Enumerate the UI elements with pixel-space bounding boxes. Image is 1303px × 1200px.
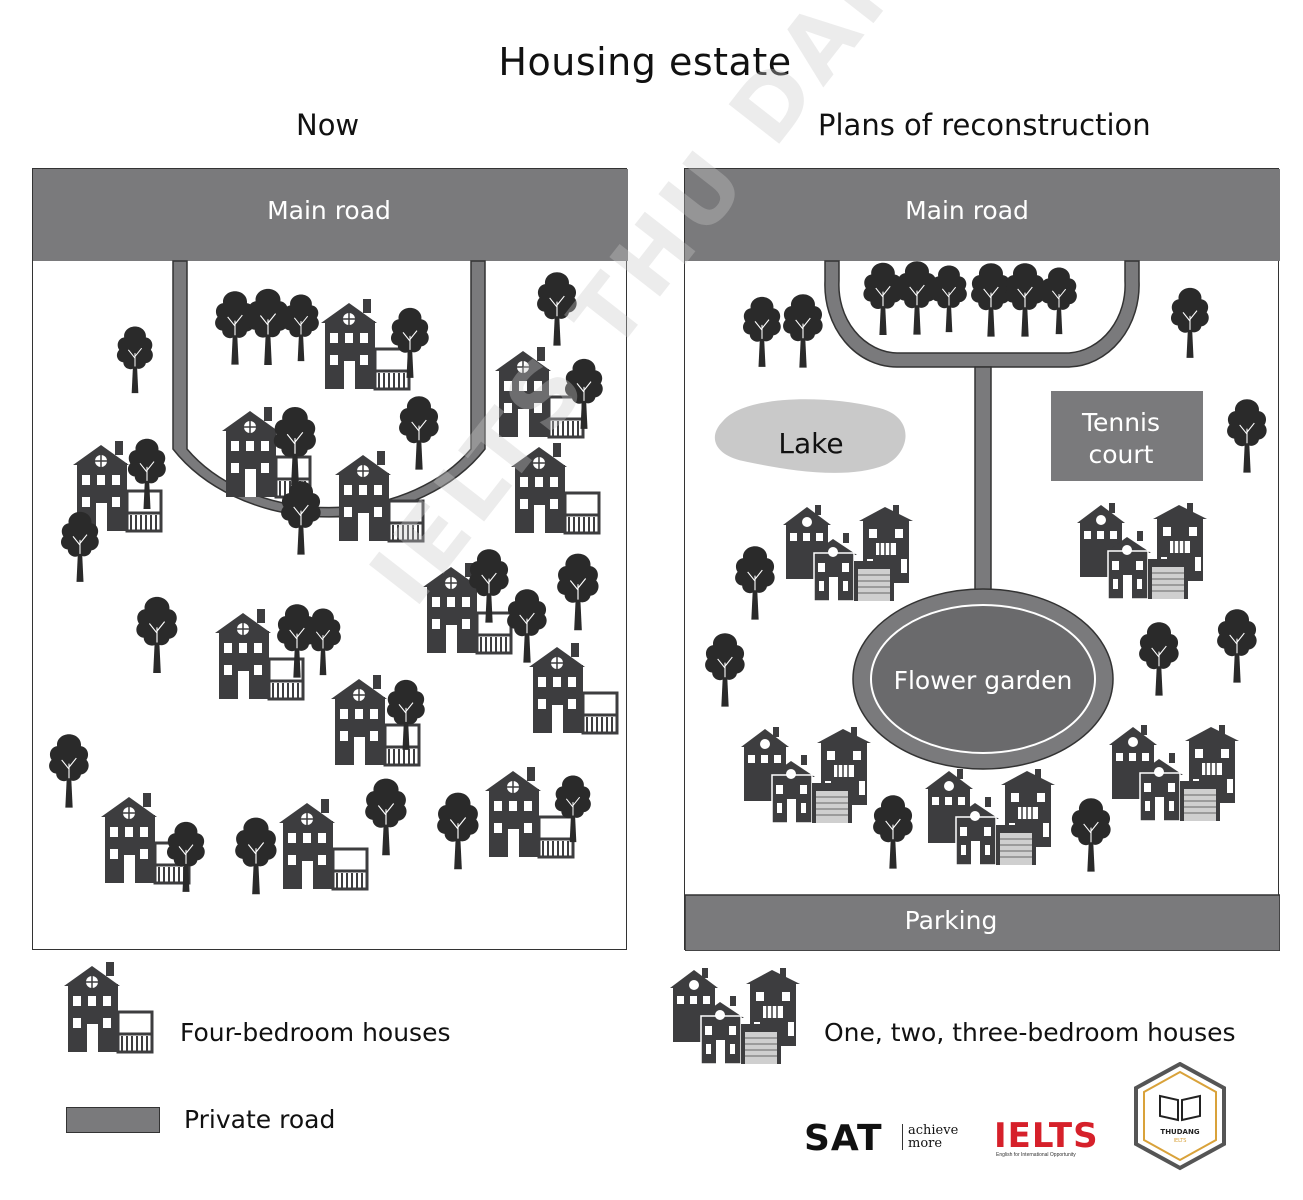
small-houses-group — [782, 504, 914, 602]
legend-four-bedroom-label: Four-bedroom houses — [180, 1018, 451, 1047]
plan-heading: Plans of reconstruction — [818, 108, 1151, 142]
main-road-now — [33, 169, 628, 261]
thudang-logo: THUDANG IELTS — [1134, 1062, 1226, 1171]
thudang-text: THUDANG — [1160, 1128, 1199, 1136]
now-map-canvas: Main road — [33, 169, 628, 895]
private-road-connector — [974, 366, 992, 594]
four-bedroom-house — [483, 767, 575, 859]
plan-map: Main road Flower garden Lake Tennis cour… — [684, 168, 1281, 952]
sat-tagline: achieve more — [902, 1124, 958, 1150]
thudang-sub: IELTS — [1174, 1138, 1187, 1144]
small-houses-group — [1076, 502, 1208, 600]
parking-label: Parking — [905, 906, 998, 935]
page-title: Housing estate — [498, 40, 792, 84]
main-road-plan — [685, 169, 1280, 261]
sat-tagline-line1: achieve — [908, 1123, 959, 1138]
legend-four-bedroom-icon — [62, 962, 154, 1054]
now-heading: Now — [296, 108, 360, 142]
flower-garden-label: Flower garden — [894, 666, 1073, 695]
tennis-court — [1051, 391, 1203, 481]
legend-private-road-swatch — [66, 1107, 160, 1133]
small-houses-group — [740, 726, 872, 824]
four-bedroom-house — [509, 443, 601, 535]
lake — [714, 399, 906, 473]
main-road-now-label: Main road — [267, 196, 391, 225]
four-bedroom-house — [277, 799, 369, 891]
small-houses-group — [1108, 724, 1240, 822]
now-map: Main road — [32, 168, 628, 950]
sat-logo: SAT — [804, 1118, 883, 1159]
lake-label: Lake — [778, 427, 843, 460]
sat-tagline-line2: more — [908, 1136, 943, 1151]
four-bedroom-house — [527, 643, 619, 735]
tennis-court-label-1: Tennis — [1081, 408, 1160, 437]
plan-map-canvas: Main road Flower garden Lake Tennis cour… — [684, 169, 1281, 952]
ielts-logo: IELTS — [994, 1116, 1099, 1156]
small-houses-group — [924, 768, 1056, 866]
flower-garden — [870, 604, 1096, 754]
main-road-plan-label: Main road — [905, 196, 1029, 225]
legend-small-houses-icon — [669, 967, 801, 1065]
ielts-tagline: English for International Opportunity — [996, 1152, 1076, 1158]
tennis-court-label-2: court — [1089, 440, 1154, 469]
legend-private-road-label: Private road — [184, 1105, 336, 1134]
private-road-loop — [824, 260, 1140, 368]
private-road-loop — [172, 260, 486, 518]
legend-small-houses-label: One, two, three-bedroom houses — [824, 1018, 1236, 1047]
